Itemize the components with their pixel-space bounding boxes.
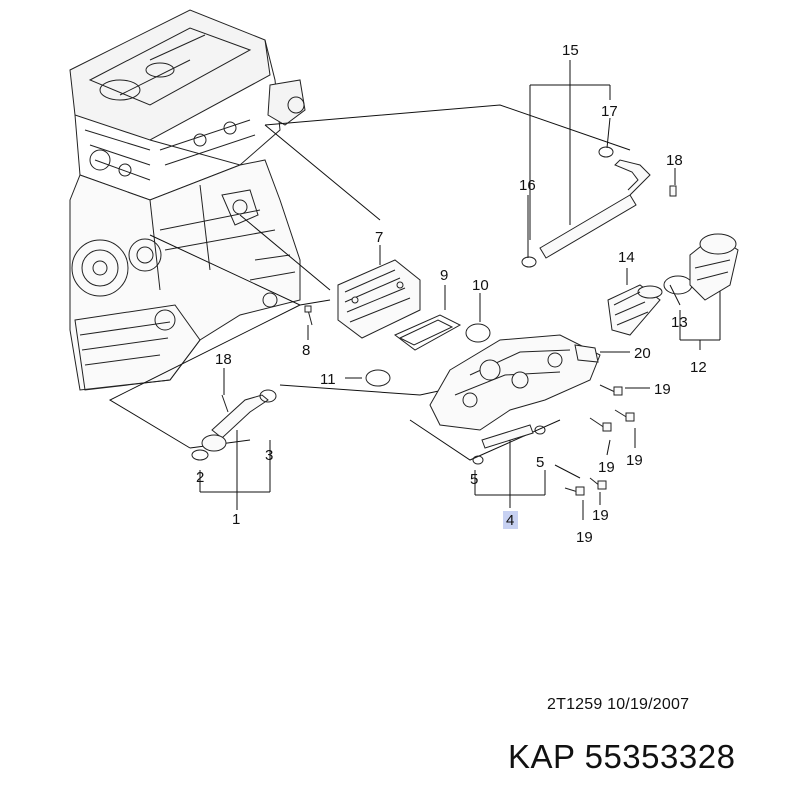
callout-3: 3 xyxy=(265,447,273,464)
callout-18-left: 18 xyxy=(215,351,232,368)
engine-block-illustration xyxy=(69,9,306,391)
callout-8: 8 xyxy=(302,342,310,359)
callout-11: 11 xyxy=(320,371,336,388)
callout-19-c: 19 xyxy=(626,452,643,469)
breather-tube-parts xyxy=(521,146,677,268)
oil-cooler-assembly xyxy=(304,259,601,431)
callout-10: 10 xyxy=(472,277,489,294)
callout-15: 15 xyxy=(562,42,579,59)
drawing-reference: 2T1259 10/19/2007 xyxy=(547,696,690,713)
callout-1: 1 xyxy=(232,511,240,528)
callout-19-b: 19 xyxy=(598,459,615,476)
callout-4-highlight xyxy=(503,511,518,529)
oil-filter-parts xyxy=(607,233,739,336)
callout-20: 20 xyxy=(634,345,651,362)
callout-2: 2 xyxy=(196,469,204,486)
callout-13: 13 xyxy=(671,314,688,331)
callout-14: 14 xyxy=(618,249,635,266)
callout-19-d: 19 xyxy=(592,507,609,524)
callout-19-a: 19 xyxy=(654,381,671,398)
callout-5-left: 5 xyxy=(470,471,478,488)
callout-18-top: 18 xyxy=(666,152,683,169)
lower-tube-parts xyxy=(191,384,635,496)
callout-19-e: 19 xyxy=(576,529,593,546)
part-number-caption: KAP 55353328 xyxy=(508,738,736,775)
callout-17: 17 xyxy=(601,103,618,120)
callout-labels: 15 17 18 16 7 14 9 10 13 8 20 18 12 11 1… xyxy=(196,42,707,546)
callout-9: 9 xyxy=(440,267,448,284)
callout-7: 7 xyxy=(375,229,383,246)
callout-16: 16 xyxy=(519,177,536,194)
callout-12: 12 xyxy=(690,359,707,376)
callout-4: 4 xyxy=(506,512,514,529)
callout-5-right: 5 xyxy=(536,454,544,471)
